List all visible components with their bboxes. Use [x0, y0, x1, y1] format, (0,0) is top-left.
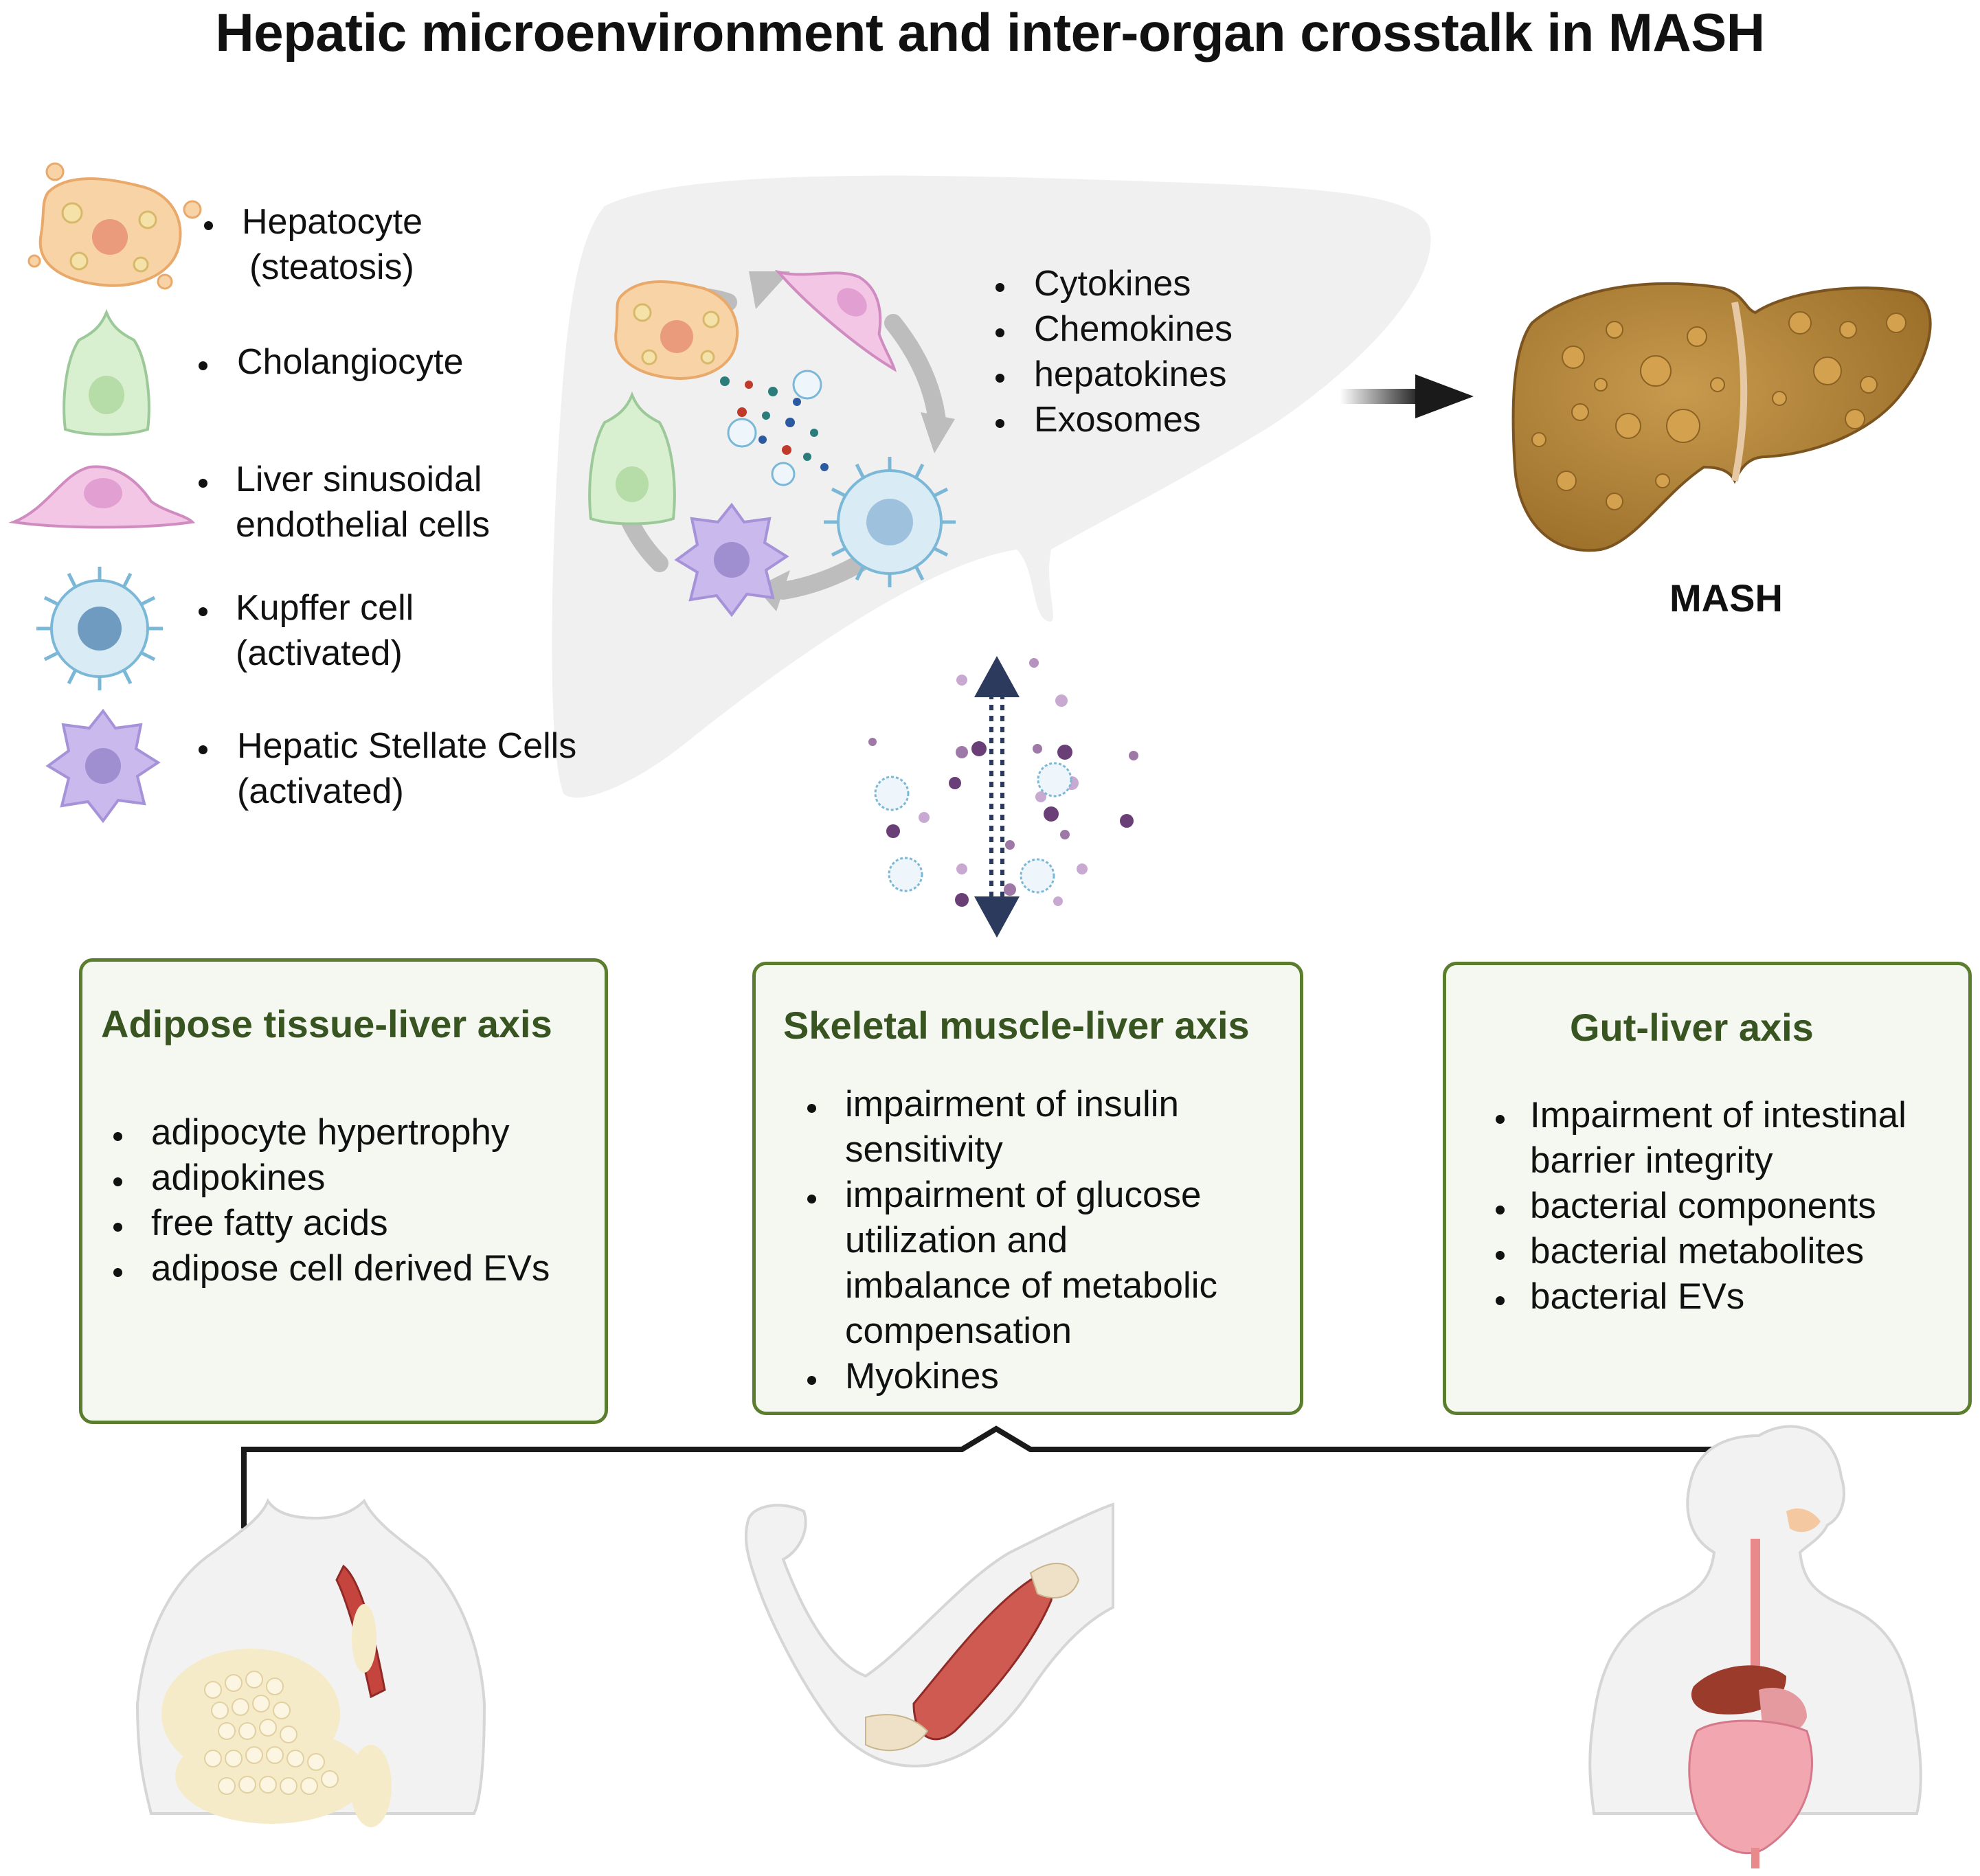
legend-lsec-line2: endothelial cells [236, 505, 491, 545]
adipose-item: adipokines [151, 1157, 326, 1198]
adipose-axis-box: Adipose tissue-liver axis adipocyte hype… [79, 958, 608, 1424]
bullet [807, 1104, 816, 1113]
gut-item-line: barrier integrity [1530, 1140, 1773, 1181]
signal-exosomes: Exosomes [1034, 400, 1201, 440]
signal-cytokines: Cytokines [1034, 264, 1191, 304]
lsec-icon [8, 465, 196, 529]
bullet [113, 1223, 122, 1232]
bullet [807, 1195, 816, 1203]
bidirectional-arrow [974, 656, 1020, 938]
muscle-item-line: utilization and [845, 1220, 1068, 1261]
legend-hepatocyte-line1: Hepatocyte [242, 202, 423, 242]
muscle-item-line: impairment of insulin [845, 1084, 1180, 1125]
bullet [1496, 1115, 1505, 1124]
circulating-particles [868, 658, 1138, 907]
bullet [113, 1268, 122, 1277]
bullet [1496, 1296, 1505, 1305]
kupffer-icon [36, 567, 163, 690]
human-digestive-icon [1588, 1425, 1922, 1868]
bullet [199, 745, 207, 754]
liver-hepatocyte-icon [614, 280, 739, 380]
legend-kupffer-line1: Kupffer cell [236, 588, 414, 628]
cholangiocyte-icon [63, 308, 150, 436]
muscle-item-line: Myokines [845, 1356, 999, 1397]
signal-hepatokines: hepatokines [1034, 354, 1227, 394]
bullet [995, 419, 1004, 428]
mash-liver-icon [1511, 282, 1932, 552]
bullet [995, 374, 1004, 383]
bullet [199, 479, 207, 488]
figure-title: Hepatic microenvironment and inter-organ… [215, 2, 1765, 63]
muscle-item-line: sensitivity [845, 1129, 1003, 1170]
axis-bracket [241, 1425, 1751, 1528]
legend-hepatocyte-line2: (steatosis) [249, 247, 414, 287]
adipose-axis-title: Adipose tissue-liver axis [101, 1002, 552, 1046]
legend-stellate-line2: (activated) [237, 771, 404, 811]
progression-arrow [1340, 374, 1474, 418]
circulating-exosomes [874, 762, 1072, 894]
bullet [199, 607, 207, 616]
bullet [995, 328, 1004, 337]
bullet [199, 361, 207, 370]
signal-particles [720, 376, 829, 471]
bullet [113, 1132, 122, 1141]
liver-stellate-icon [674, 502, 789, 618]
muscle-axis-title: Skeletal muscle-liver axis [783, 1004, 1250, 1047]
legend-lsec-line1: Liver sinusoidal [236, 460, 482, 499]
legend-stellate-line1: Hepatic Stellate Cells [237, 726, 577, 766]
muscle-axis-box: Skeletal muscle-liver axis impairment of… [752, 962, 1303, 1415]
gut-axis-title: Gut-liver axis [1570, 1006, 1814, 1049]
mash-label: MASH [1669, 576, 1783, 620]
gut-item-line: Impairment of intestinal [1530, 1095, 1906, 1135]
liver-kupffer-icon [824, 457, 956, 587]
liver-lsec-icon [774, 269, 897, 372]
arm-muscle-icon [744, 1502, 1114, 1767]
legend-cholangiocyte: Cholangiocyte [237, 342, 464, 382]
adipose-item: adipose cell derived EVs [151, 1248, 550, 1289]
hepatocyte-icon [27, 162, 202, 290]
signal-chemokines: Chemokines [1034, 309, 1233, 349]
bullet [1496, 1251, 1505, 1260]
stellate-icon [45, 708, 161, 824]
liver-silhouette [552, 175, 1431, 798]
bullet [204, 221, 213, 230]
muscle-item-line: impairment of glucose [845, 1175, 1202, 1215]
obese-torso-icon [135, 1498, 486, 1827]
bullet [113, 1177, 122, 1186]
bullet [807, 1376, 816, 1385]
muscle-item-line: imbalance of metabolic [845, 1265, 1218, 1306]
muscle-item-line: compensation [845, 1311, 1072, 1351]
gut-axis-box: Gut-liver axis Impairment of intestinal … [1443, 962, 1972, 1415]
gut-item-line: bacterial EVs [1530, 1276, 1745, 1317]
gut-item-line: bacterial metabolites [1530, 1231, 1865, 1272]
bullet [1496, 1206, 1505, 1214]
gut-item-line: bacterial components [1530, 1186, 1876, 1226]
adipose-item: adipocyte hypertrophy [151, 1112, 510, 1153]
liver-cholangiocyte-icon [588, 391, 676, 525]
exosome-particles [727, 370, 822, 486]
adipose-item: free fatty acids [151, 1203, 388, 1243]
legend-kupffer-line2: (activated) [236, 633, 403, 673]
bullet [995, 283, 1004, 292]
